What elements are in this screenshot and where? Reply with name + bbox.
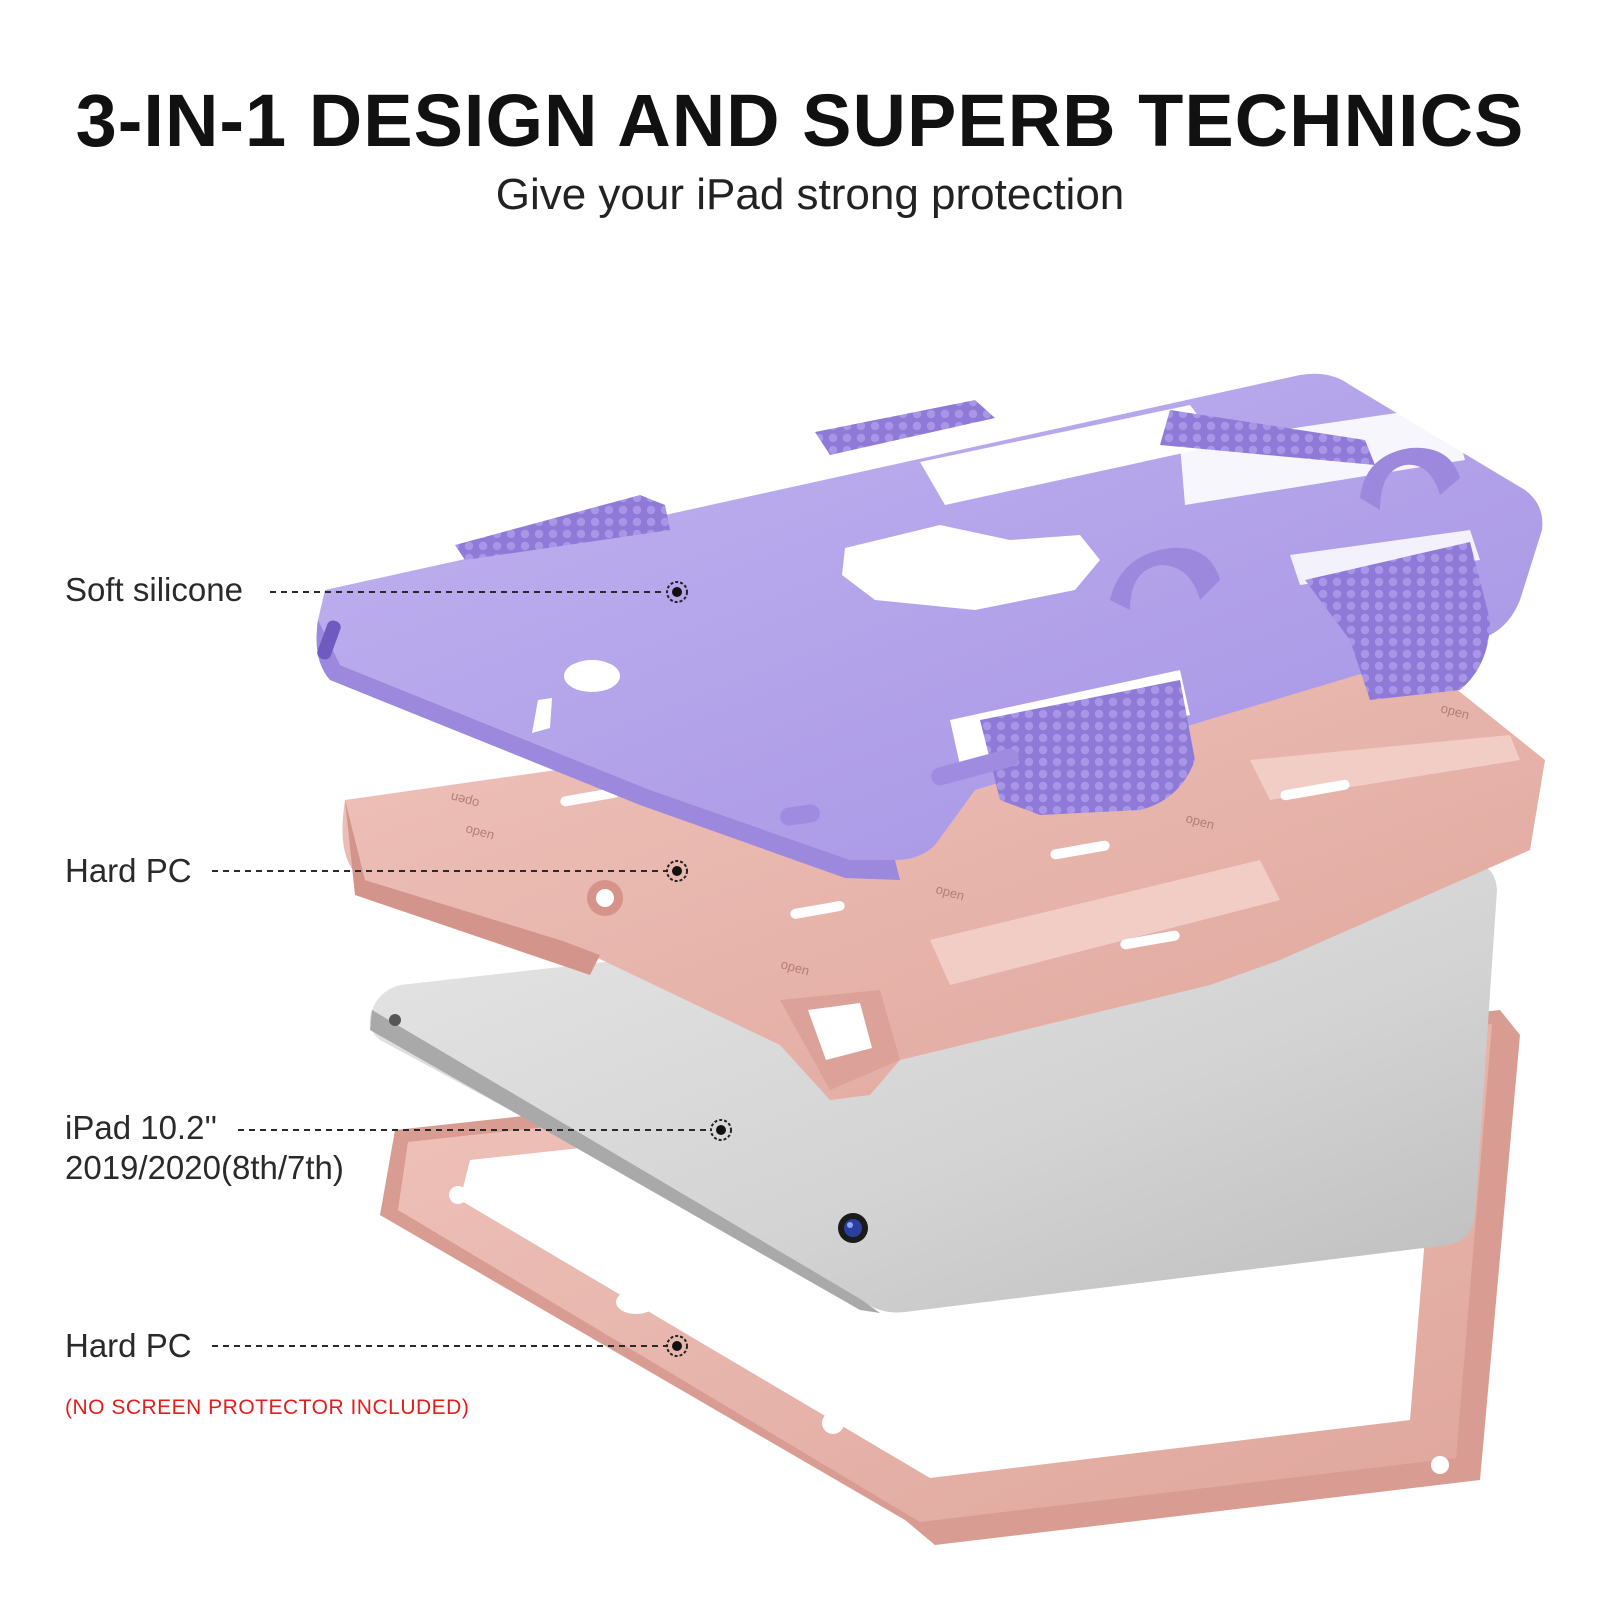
callout-soft-silicone: Soft silicone <box>65 571 243 608</box>
open-label: open <box>934 881 966 903</box>
callout-ipad-line2: 2019/2020(8th/7th) <box>65 1149 344 1186</box>
open-label: open <box>1439 700 1471 722</box>
leader-dot-icon <box>710 1119 732 1141</box>
open-label: open <box>779 956 811 978</box>
callout-ipad-line1: iPad 10.2'' <box>65 1109 218 1146</box>
page-subtitle: Give your iPad strong protection <box>495 170 1125 219</box>
leader-dot-icon <box>666 860 688 882</box>
camera-lens-icon <box>838 1213 868 1243</box>
soft-silicone-skin <box>316 373 1543 880</box>
page-title: 3-IN-1 DESIGN AND SUPERB TECHNICS <box>75 79 1525 162</box>
embossed-open-labels: open open open open open open <box>449 700 1471 978</box>
open-label: open <box>1184 810 1216 832</box>
open-label: open <box>464 820 496 842</box>
leader-dots <box>666 581 732 1357</box>
callout-ipad-model: iPad 10.2'' 2019/2020(8th/7th) <box>65 1108 344 1188</box>
leader-dot-icon <box>666 581 688 603</box>
screen-protector-note: (NO SCREEN PROTECTOR INCLUDED) <box>65 1396 470 1419</box>
callout-leaders <box>212 591 712 1347</box>
open-label: open <box>449 790 481 812</box>
callout-hard-pc-back: Hard PC <box>65 852 192 889</box>
callout-hard-pc-front: Hard PC <box>65 1327 192 1364</box>
leader-dot-icon <box>666 1335 688 1357</box>
